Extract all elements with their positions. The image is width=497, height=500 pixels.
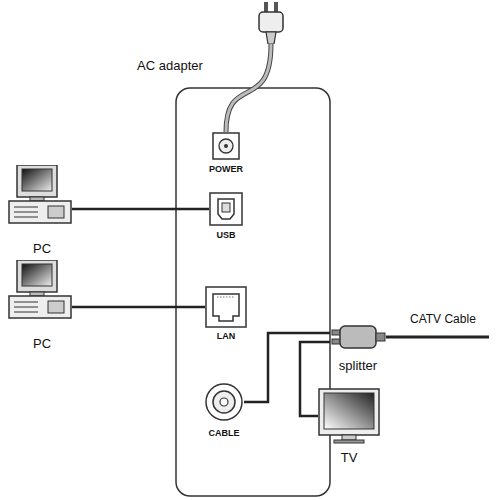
plug-icon [255, 2, 287, 44]
pc-computer: PC [8, 260, 78, 354]
power-cord [226, 44, 271, 132]
cable-wire [72, 209, 209, 210]
node-label: USB [216, 230, 235, 240]
node-label: CABLE [209, 428, 240, 438]
node-label: AC adapter [137, 58, 203, 73]
modem-housing [176, 88, 330, 496]
cable-icon [204, 382, 244, 422]
power-icon [212, 132, 240, 160]
lan-icon [205, 286, 247, 328]
cable-port: CABLE [194, 382, 254, 442]
cord-outline [226, 44, 271, 132]
node-label: PC [33, 241, 51, 256]
ac-adapter-plug: AC adapter [130, 2, 300, 78]
pc-icon [8, 260, 72, 322]
wire-line [72, 208, 209, 211]
cable-splitter: splitter [330, 322, 390, 374]
usb-port: USB [196, 192, 256, 242]
lan-port: LAN [196, 286, 256, 342]
node-label: splitter [339, 358, 377, 373]
cable-wire [72, 307, 205, 308]
wire-line [226, 44, 271, 132]
pc-computer: PC [8, 165, 78, 259]
cable-label: CATV Cable [410, 312, 476, 326]
catv-cable-line [386, 336, 489, 339]
power-port: POWER [196, 132, 256, 176]
usb-icon [209, 192, 243, 226]
splitter-icon [330, 322, 386, 352]
tv-icon [318, 388, 380, 444]
cable-wire [244, 333, 330, 402]
node-label: PC [33, 336, 51, 351]
node-label: POWER [209, 164, 243, 174]
wire-line [72, 306, 205, 309]
wire-line [244, 333, 330, 402]
tv-set: TV [318, 388, 384, 468]
node-label: LAN [217, 331, 236, 341]
node-label: TV [341, 450, 358, 465]
pc-icon [8, 165, 72, 227]
